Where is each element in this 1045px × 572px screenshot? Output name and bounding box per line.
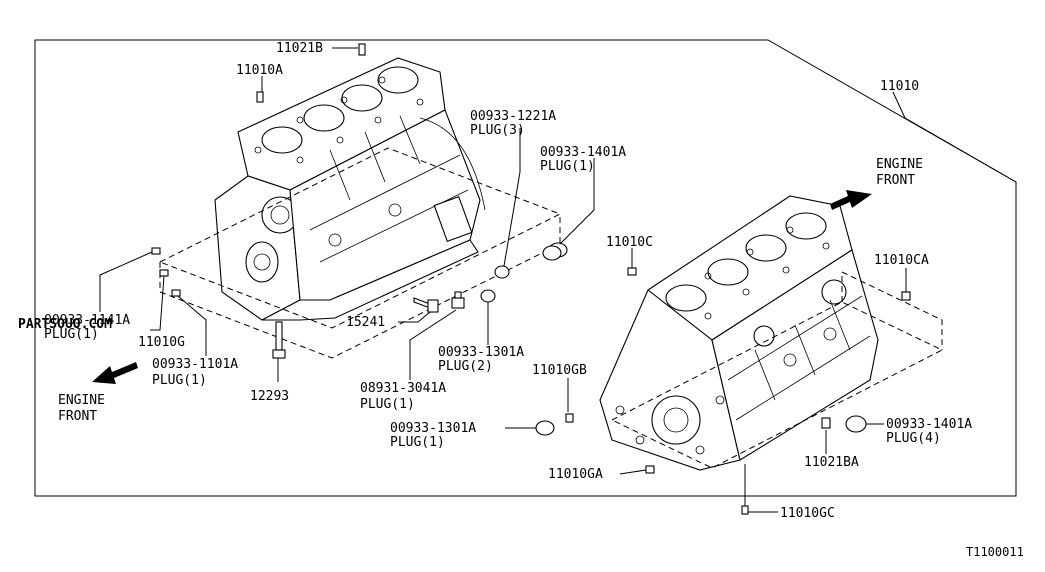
plug-08931-3041a — [451, 291, 465, 309]
callout-12293: 12293 — [250, 389, 289, 404]
pin-11010gc — [741, 505, 749, 515]
callout-11010a: 11010A — [236, 63, 283, 78]
callout-11010gb: 11010GB — [532, 363, 587, 378]
callout-00933-1141a-plug: PLUG(1) — [44, 327, 99, 342]
callout-00933-1301a-mid: 00933-1301A — [438, 345, 524, 360]
callout-00933-1301a-mid-plug: PLUG(2) — [438, 359, 493, 374]
callout-11021ba: 11021BA — [804, 455, 859, 470]
callout-11021b: 11021B — [276, 41, 323, 56]
engine-front-left-line1: ENGINE — [58, 393, 105, 408]
callout-00933-1401a-right: 00933-1401A — [886, 417, 972, 432]
engine-front-arrow-left — [92, 362, 138, 384]
callout-15241: 15241 — [346, 315, 385, 330]
plug-00933-1401a-right — [845, 415, 867, 433]
reference-code: T1100011 — [966, 545, 1024, 559]
callout-00933-1301a-low-plug: PLUG(1) — [390, 435, 445, 450]
right-engine-block-drawing — [599, 195, 879, 471]
engine-front-left-line2: FRONT — [58, 409, 97, 424]
plug-00933-1101a — [171, 289, 181, 297]
left-engine-block-drawing — [214, 57, 486, 321]
pin-11010ca — [901, 291, 911, 301]
callout-00933-1141a: 00933-1141A — [44, 313, 130, 328]
engine-front-right-line1: ENGINE — [876, 157, 923, 172]
leader-lines — [99, 47, 1017, 513]
plug-00933-1221a — [494, 265, 510, 279]
callout-00933-1401a-top-plug: PLUG(1) — [540, 159, 595, 174]
left-plug-location-dash — [158, 147, 562, 329]
plug-00933-1141a — [151, 247, 161, 255]
right-plug-location-dash — [610, 301, 944, 469]
bolt-15241 — [413, 297, 439, 313]
bolt-12293 — [272, 321, 286, 359]
callout-11010gc: 11010GC — [780, 506, 835, 521]
callout-00933-1101a-plug: PLUG(1) — [152, 373, 207, 388]
callouts: 11021B 11010A 11010 00933-1221A PLUG(3) … — [44, 41, 1024, 559]
callout-00933-1221a-plug: PLUG(3) — [470, 123, 525, 138]
pin-11010gb — [565, 413, 574, 423]
pin-11010ga — [645, 465, 655, 474]
diagram-frame — [34, 39, 1017, 497]
callout-00933-1401a-right-plug: PLUG(4) — [886, 431, 941, 446]
callout-08931-3041a-plug: PLUG(1) — [360, 397, 415, 412]
callout-11010c: 11010C — [606, 235, 653, 250]
pin-11010a — [256, 91, 264, 103]
watermark: PARTSOUQ.COM — [18, 317, 112, 332]
callout-00933-1221a: 00933-1221A — [470, 109, 556, 124]
callout-11010ca: 11010CA — [874, 253, 929, 268]
engine-front-right-line2: FRONT — [876, 173, 915, 188]
callout-00933-1401a-top: 00933-1401A — [540, 145, 626, 160]
dowel-pin-11021b — [358, 43, 366, 56]
engine-front-arrow-right — [830, 190, 872, 210]
callout-11010: 11010 — [880, 79, 919, 94]
callout-00933-1101a: 00933-1101A — [152, 357, 238, 372]
pin-11010g — [159, 269, 169, 277]
plug-00933-1301a-mid — [480, 289, 496, 303]
callout-00933-1301a-low: 00933-1301A — [390, 421, 476, 436]
pin-11010c — [627, 267, 637, 276]
plug-00933-1401a-top — [542, 242, 568, 261]
callout-08931-3041a: 08931-3041A — [360, 381, 446, 396]
dowel-11021ba — [821, 417, 831, 429]
callout-11010g: 11010G — [138, 335, 185, 350]
callout-11010ga: 11010GA — [548, 467, 603, 482]
plug-00933-1301a-low — [535, 420, 555, 436]
